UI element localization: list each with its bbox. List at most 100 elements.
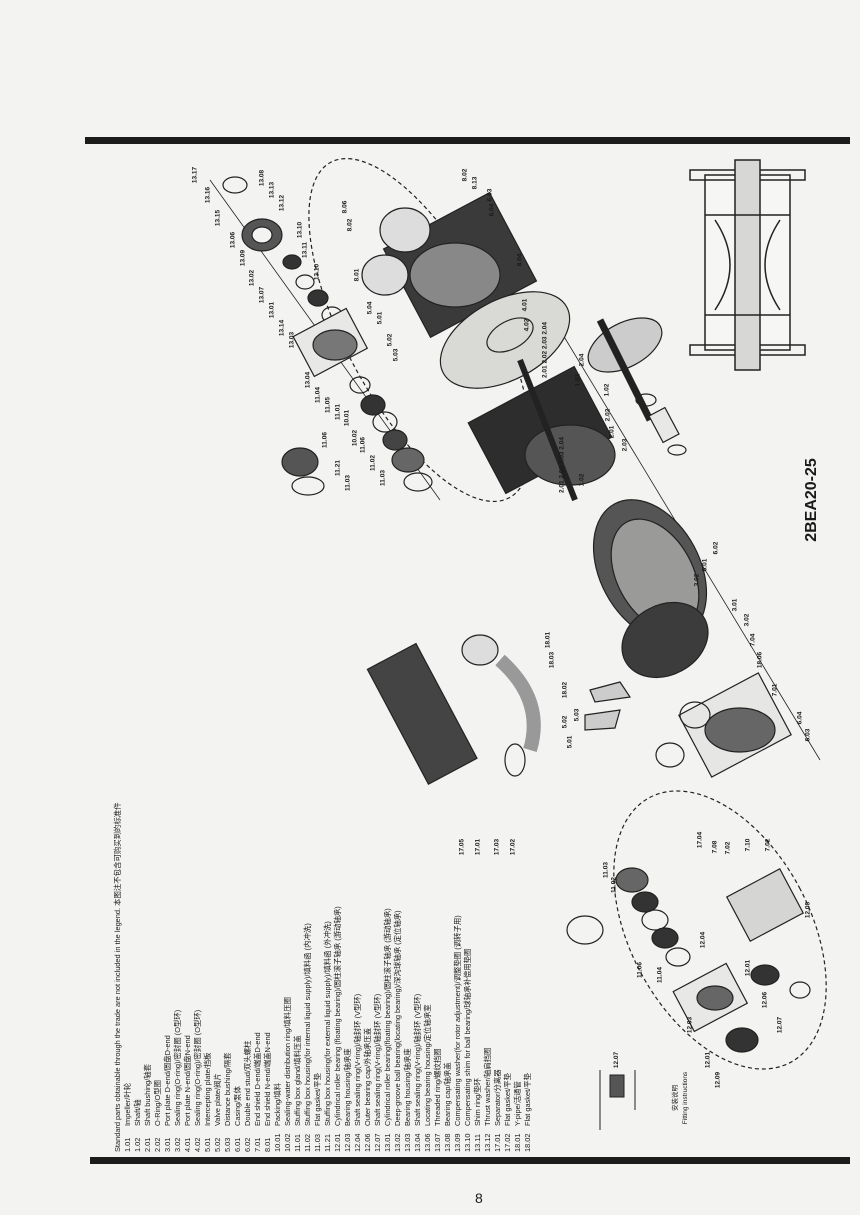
part-callout: 13.08 [258, 169, 266, 187]
legend-item: 13.07Threaded ring/螺纹挡圈 [433, 1048, 442, 1152]
part-callout: 5.02 [561, 715, 569, 729]
part-callout: 5.03 [573, 708, 581, 722]
part-callout: 7.01 [771, 683, 779, 697]
part-callout: 2.01 2.02 2.03 2.04 [541, 321, 549, 379]
part-callout: 11.03 [602, 862, 610, 878]
part-callout: 11.05 [324, 397, 332, 413]
part-callout: 2.01 [608, 425, 616, 439]
legend-item: 13.03Bearing housing/轴承座 [403, 1048, 412, 1152]
legend-item: 13.06Locating bearing housing/定位轴承室 [423, 1004, 432, 1152]
legend-item: 6.02Double end stud/双头螺柱 [243, 1040, 252, 1152]
legend-item: 12.04Shaft sealing ring(V-ring)/轴封环 (V型环… [353, 993, 362, 1152]
part-callout: 18.01 [544, 631, 552, 649]
part-callout: 13.15 [214, 209, 222, 227]
part-callout: 1.02 [603, 383, 611, 397]
part-callout: 5.02 [386, 333, 394, 347]
part-callout: 18.02 [561, 681, 569, 699]
fitting-title-cn: 安装说明 [672, 1085, 679, 1111]
part-callout: 13.12 [278, 194, 286, 212]
parts-legend: Standard parts obtainable through the tr… [113, 742, 543, 1152]
legend-item: 13.12Thrust washer/轴肩挡圈 [483, 1047, 492, 1152]
part-callout: 11.04 [314, 387, 322, 403]
sectional-view [689, 159, 806, 371]
legend-item: 5.01Intercepting plate/挡板 [203, 1052, 212, 1152]
legend-item: 17.02Flat gasket/平垫 [503, 1073, 512, 1152]
shaft-assembly [587, 317, 687, 456]
legend-item: 13.08Bearing cap/轴承盖 [443, 1062, 452, 1152]
part-callout: 17.04 [696, 831, 704, 849]
part-callout: 6.03 [486, 188, 494, 202]
part-callout: 11.03 [344, 475, 352, 491]
part-callout: 7.02 [724, 841, 732, 855]
part-callout: 13.14 [278, 319, 286, 337]
part-callout: 17.01 [474, 838, 482, 856]
legend-item: 3.02Sealing ring(O-ring)/密封圈 (O型环) [173, 1009, 182, 1152]
legend-item: 5.03Distance bushing/隔套 [223, 1052, 232, 1152]
legend-item: 13.11Shim ring/垫环 [473, 1077, 482, 1152]
part-callout: 1.01 [574, 373, 582, 387]
part-callout: 5.01 [566, 735, 574, 749]
part-callout: 12.01 [704, 1051, 712, 1069]
part-callout: 6.03 [804, 728, 812, 742]
legend-item: 8.01End shield N-end/端盖N-end [263, 1032, 272, 1152]
part-callout: 11.02 [369, 455, 377, 471]
part-callout: 2.02 [604, 408, 612, 422]
part-callout: 13.01 [268, 301, 276, 319]
part-callout: 13.03 [288, 331, 296, 349]
legend-item: 17.01Separator/分离器 [493, 1069, 502, 1152]
fitting-title-en: Fitting instructions [682, 1071, 689, 1125]
part-callout: 11.02 [610, 877, 618, 893]
part-callout: 13.11 [301, 242, 309, 258]
part-callout: 13.04 [304, 371, 312, 389]
part-callout: 7.08 [711, 840, 719, 854]
impeller [467, 358, 616, 502]
part-callout: 5.03 [392, 348, 400, 362]
part-callout: 11.01 [334, 404, 342, 420]
part-callout: 6.01 [701, 558, 709, 572]
part-callout: 11.06 [359, 437, 367, 453]
legend-item: 13.09Compensating washer(for rotor adjus… [453, 915, 462, 1152]
part-callout: 11.03 [379, 470, 387, 486]
legend-item: 7.01End shield D-end/端盖D-end [253, 1032, 262, 1152]
legend-item: 12.06Outer bearing cap/外轴承压盖 [363, 1027, 372, 1152]
part-callout: 8.01 [353, 268, 361, 282]
legend-item: 1.02Shaft/轴 [133, 1099, 142, 1152]
page-number: 8 [475, 1190, 483, 1206]
legend-item: 11.21Stuffing box housing(for external l… [323, 921, 332, 1152]
part-callout: 12.09 [714, 1071, 722, 1089]
part-callout: 10.02 [351, 429, 359, 447]
bottom-rule [90, 1157, 850, 1164]
part-callout: 10.01 [343, 409, 351, 427]
part-callout: 3.01 [731, 598, 739, 612]
part-callout: 7.02 [764, 838, 772, 852]
legend-item: 13.02Deep-groove ball bearing(locating b… [393, 910, 402, 1152]
part-callout: 13.07 [258, 286, 266, 304]
part-callout: 13.09 [239, 249, 247, 267]
part-callout: 11.21 [334, 460, 342, 476]
fitting-instructions-sketch [599, 1070, 636, 1130]
part-callout: 12.07 [776, 1016, 784, 1034]
part-callout: 13.02 [248, 269, 256, 287]
legend-item: 11.03Flat gasket/平垫 [313, 1073, 322, 1152]
separator [366, 634, 541, 785]
part-callout: 12.03 [686, 1016, 694, 1034]
part-callout: 13.13 [268, 181, 276, 199]
legend-item: 1.01Impeller/叶轮 [123, 1082, 132, 1152]
part-callout: 13.17 [191, 166, 199, 184]
n-end-bearing-parts [222, 176, 433, 496]
part-callout: 5.01 [376, 311, 384, 325]
part-callout: 13.10 [296, 221, 304, 239]
legend-item: 11.02Stuffing box housing(for internal l… [303, 923, 312, 1152]
legend-item: 18.01Y-pipe/活通管 [513, 1081, 522, 1152]
legend-item: 12.01Cylindrical roller bearing (floatin… [333, 906, 342, 1152]
part-callout: 3.02 [743, 613, 751, 627]
part-callout: 6.04 [796, 711, 804, 725]
legend-item: 12.07Shaft sealing ring(V-ring)/轴封环 (V型环… [373, 993, 382, 1152]
legend-item: 10.02Sealing-water distribution ring/填料压… [283, 997, 292, 1152]
legend-item: 13.01Cylindrical roller bearing(floating… [383, 908, 392, 1152]
part-callout: 18.06 [756, 651, 764, 669]
legend-item: 18.02Flat gasket/平垫 [523, 1073, 532, 1152]
part-callout: 13.10 [313, 263, 321, 281]
legend-item: 13.04Shaft sealing ring(V-ring)/轴封环 (V型环… [413, 993, 422, 1152]
